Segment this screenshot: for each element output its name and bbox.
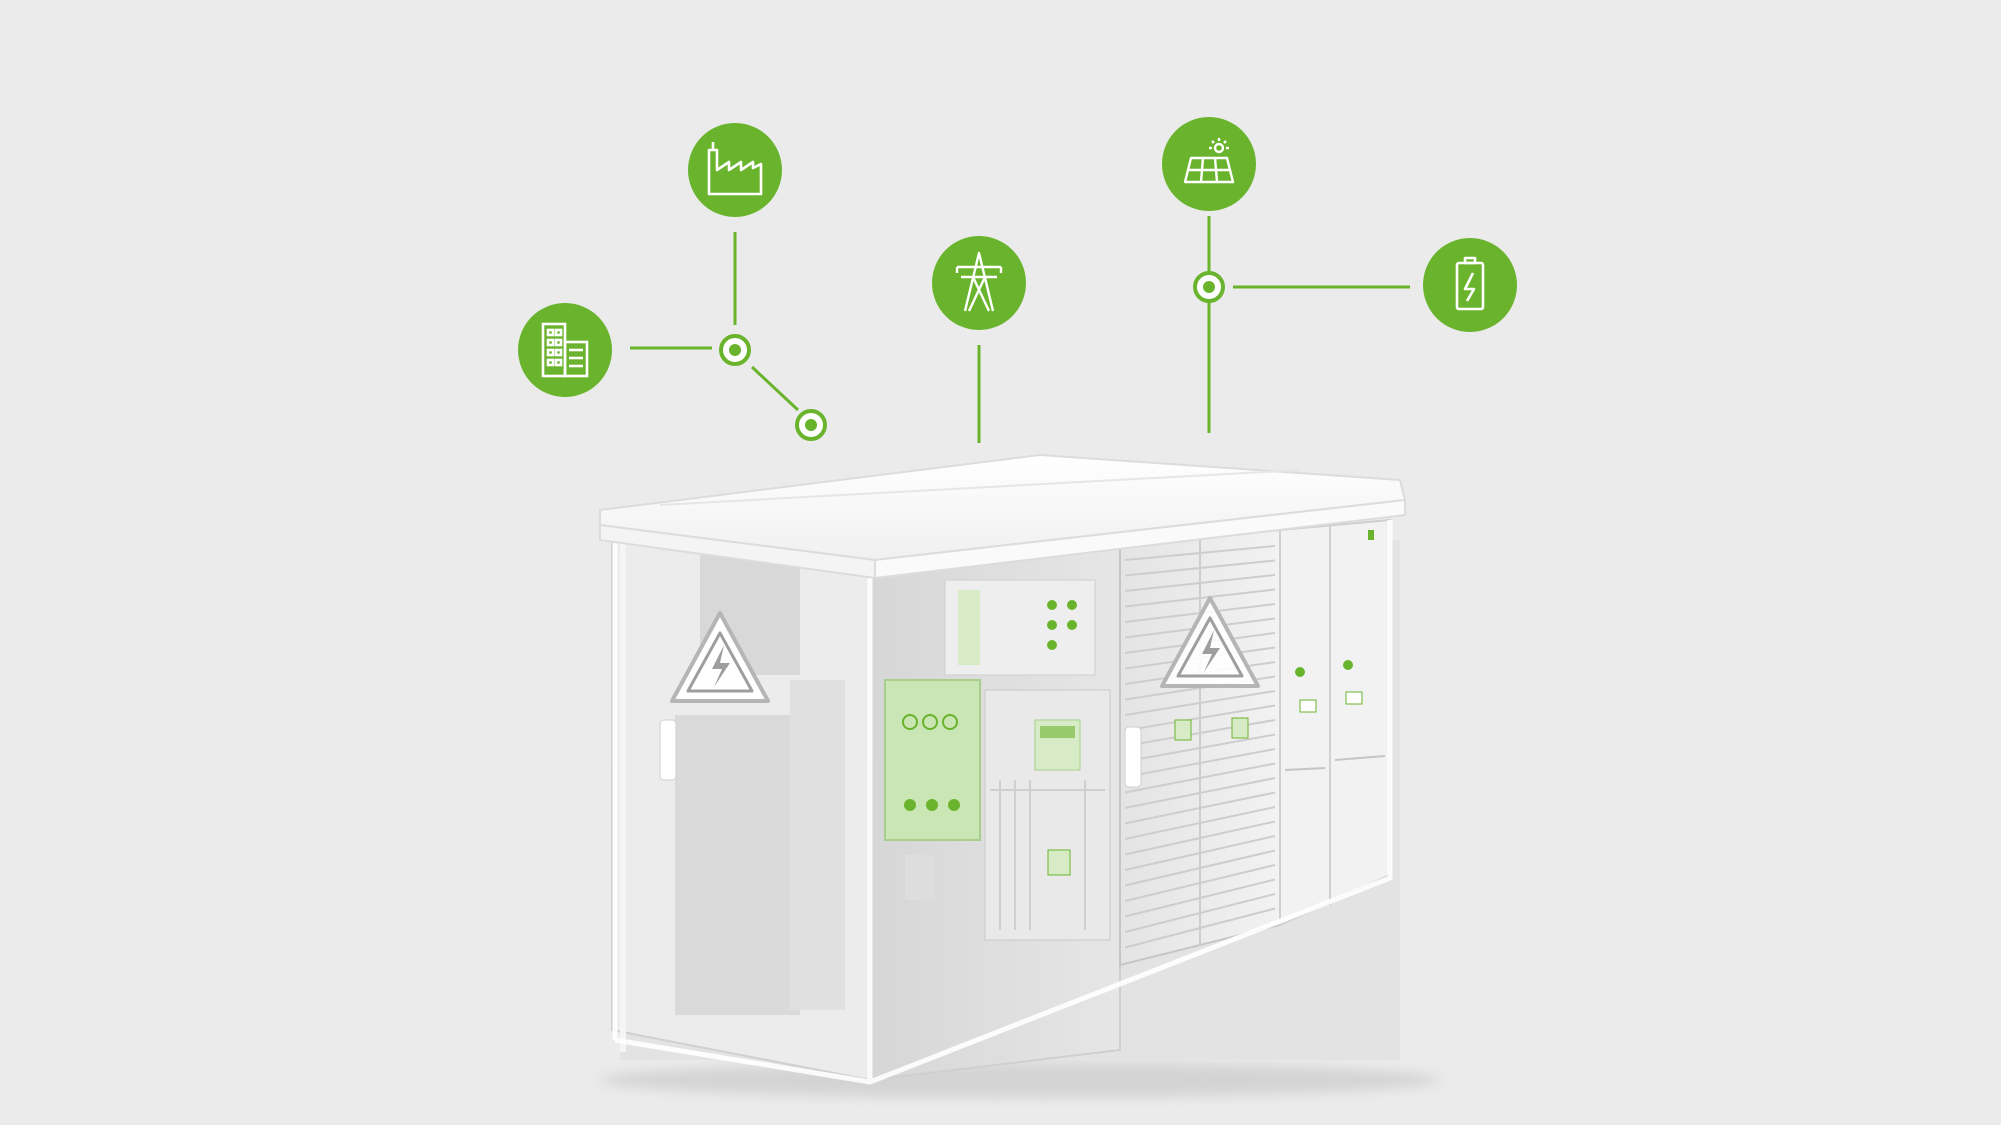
building-icon: [518, 303, 612, 397]
green-switch-panel: [884, 679, 981, 841]
energy-storage-station: [599, 453, 1407, 1085]
connection-lines: [630, 216, 1410, 443]
center-compartment: [869, 543, 1121, 1082]
housing-roof: [599, 453, 1407, 580]
junction-right-hub: [1193, 271, 1225, 303]
high-voltage-warning-icon: [1160, 596, 1260, 688]
battery-rack: [1119, 528, 1281, 967]
door-handle-left: [659, 719, 677, 781]
high-voltage-warning-icon: [670, 611, 770, 703]
battery-charge-icon: [1423, 238, 1517, 332]
power-pylon-icon: [932, 236, 1026, 330]
housing-frame: [612, 520, 1393, 1085]
factory-icon: [688, 123, 782, 217]
solar-panel-icon: [1162, 117, 1256, 211]
switchgear-cabinets: [1279, 518, 1391, 927]
left-compartment: [611, 530, 871, 1082]
door-handle-rack: [1124, 726, 1142, 788]
junction-left-hub: [719, 334, 751, 366]
ground-shadow: [600, 1062, 1440, 1098]
junction-left-end: [795, 409, 827, 441]
line-hub-end: [750, 365, 800, 412]
